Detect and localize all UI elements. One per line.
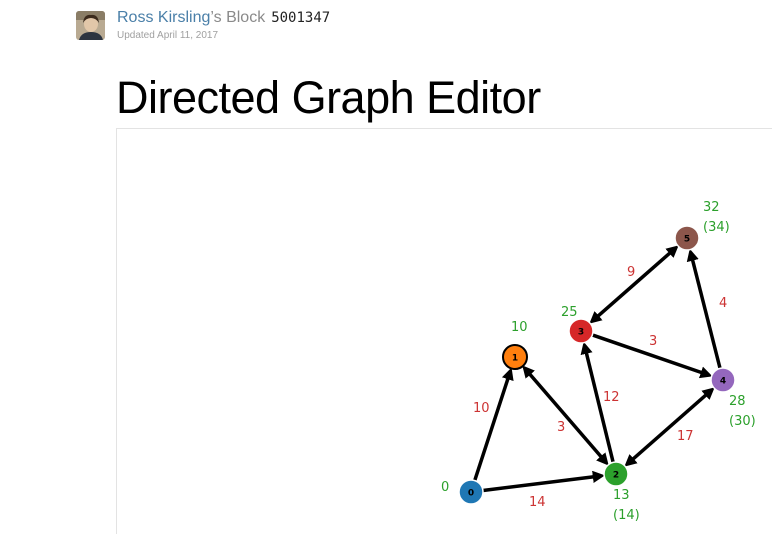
node-label-0: 0 <box>468 489 474 499</box>
page-title: Directed Graph Editor <box>116 72 541 123</box>
node-circle-1[interactable] <box>502 344 528 370</box>
byline: Ross Kirsling’s Block 5001347 <box>117 9 330 27</box>
updated-date: Updated April 11, 2017 <box>117 30 219 41</box>
edge-weight-4-5: 4 <box>719 296 727 311</box>
edge-0-1[interactable] <box>473 367 514 482</box>
node-distance-1: 10 <box>511 320 528 335</box>
author-avatar[interactable] <box>76 11 105 40</box>
edge-weight-2-4: 17 <box>677 429 694 444</box>
edge-weight-0-2: 14 <box>529 495 546 510</box>
node-distance-3: 25 <box>561 305 578 320</box>
node-distance-0: 0 <box>441 480 449 495</box>
node-2[interactable]: 2 13 (14) <box>603 461 640 523</box>
edge-2-1[interactable] <box>522 365 609 466</box>
node-previous-distance-5: (34) <box>703 220 730 235</box>
node-3[interactable]: 325 <box>561 305 594 344</box>
edge-4-5[interactable] <box>686 248 722 369</box>
node-1[interactable]: 1 10 <box>502 320 528 370</box>
node-label-1: 1 <box>512 354 518 364</box>
node-previous-distance-4: (30) <box>729 414 756 429</box>
edge-2-4[interactable] <box>624 387 715 467</box>
node-4[interactable]: 428 (30) <box>710 367 756 429</box>
node-circle-2[interactable] <box>603 461 629 487</box>
node-distance-5: 32 <box>703 200 720 215</box>
avatar-image <box>76 11 105 40</box>
edge-3-4[interactable] <box>591 333 713 379</box>
node-circle-4[interactable] <box>710 367 736 393</box>
block-label: ’s Block <box>210 9 266 26</box>
node-label-3: 3 <box>578 328 584 338</box>
node-5[interactable]: 5 32 (34) <box>674 200 730 251</box>
edge-weight-3-5: 9 <box>627 265 635 280</box>
edge-0-2[interactable] <box>482 470 605 493</box>
node-distance-4: 28 <box>729 394 746 409</box>
node-distance-2: 13 <box>613 488 630 503</box>
edge-weight-3-4: 3 <box>649 334 657 349</box>
edge-3-5[interactable] <box>589 245 679 324</box>
edge-weight-2-3: 12 <box>603 390 620 405</box>
edge-weight-0-1: 10 <box>473 401 490 416</box>
node-label-4: 4 <box>720 377 726 387</box>
node-label-5: 5 <box>684 235 690 245</box>
node-circle-3[interactable] <box>568 318 594 344</box>
node-circle-0[interactable] <box>458 479 484 505</box>
edge-2-3[interactable] <box>580 341 615 463</box>
node-label-2: 2 <box>613 471 619 481</box>
author-link[interactable]: Ross Kirsling <box>117 9 211 26</box>
edge-weight-2-1: 3 <box>557 420 565 435</box>
gist-id: 5001347 <box>271 10 331 26</box>
node-0[interactable]: 00 <box>441 479 484 505</box>
node-previous-distance-2: (14) <box>613 508 640 523</box>
node-circle-5[interactable] <box>674 225 700 251</box>
